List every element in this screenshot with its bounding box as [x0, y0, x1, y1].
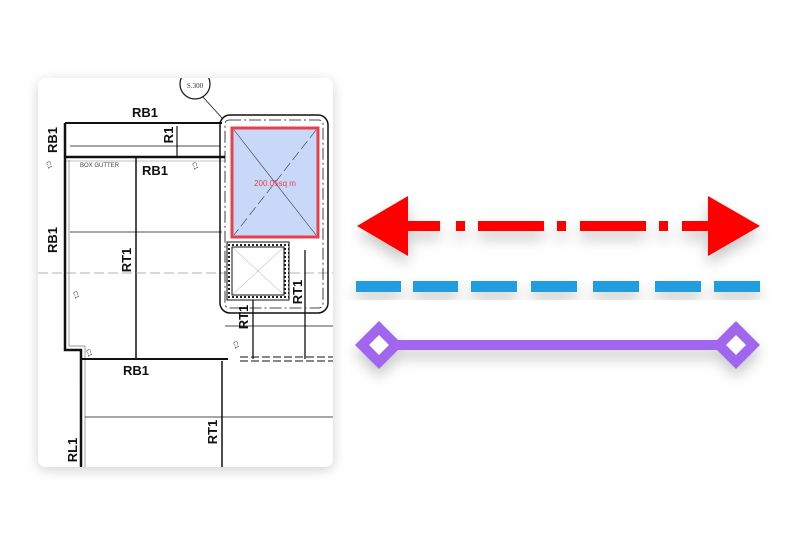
- beam-label: RB1: [132, 105, 158, 120]
- dashed-line[interactable]: [356, 281, 760, 292]
- section-marker-label: S.300: [187, 82, 204, 90]
- dash-dot-arrow-line[interactable]: [357, 196, 760, 256]
- beam-label: RT1: [290, 280, 305, 305]
- room-outline: [219, 114, 329, 314]
- highlighted-area[interactable]: 200.05sq m: [230, 126, 320, 239]
- column-label: C1: [190, 162, 198, 172]
- area-label: 200.05sq m: [254, 179, 296, 188]
- arrow-right-icon: [708, 196, 760, 256]
- column-label: C1: [44, 161, 52, 171]
- beam-label: RT1: [205, 420, 220, 445]
- box-gutter-label: BOX GUTTER: [80, 163, 120, 169]
- beam-label: RL1: [65, 438, 80, 463]
- beam-label: RT1: [236, 305, 251, 330]
- beam-label: R1: [161, 127, 176, 144]
- column-label: C1: [84, 349, 92, 359]
- left-wall: [63, 123, 83, 467]
- beam-label: RB1: [123, 363, 149, 378]
- beam-label: RB1: [45, 227, 60, 253]
- diamond-end-line[interactable]: [355, 321, 760, 369]
- column-label: C1: [71, 291, 79, 301]
- section-marker: [179, 78, 211, 100]
- beam-label: RB1: [45, 127, 60, 153]
- beam-label: RB1: [142, 163, 168, 178]
- beam-label: RT1: [119, 248, 134, 273]
- floor-plan-card[interactable]: 200.05sq m S.300 BOX GUTTER RB1 RB1 RB1 …: [38, 69, 333, 470]
- arrow-left-icon: [357, 196, 408, 256]
- column-label: C1: [231, 341, 239, 351]
